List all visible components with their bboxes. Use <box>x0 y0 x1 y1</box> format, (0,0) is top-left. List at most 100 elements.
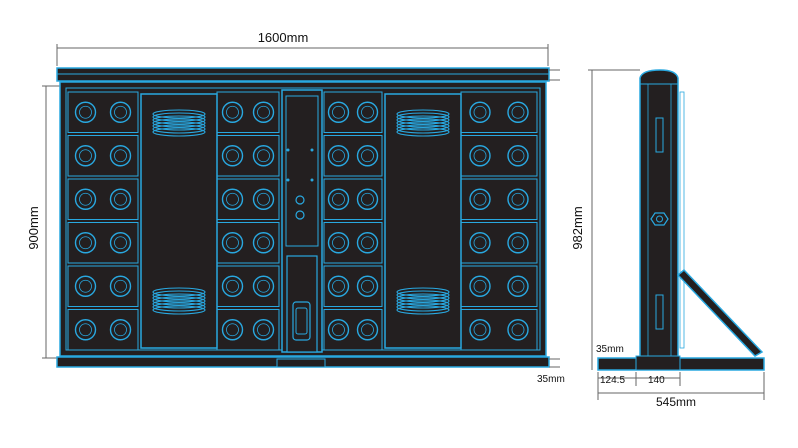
module-cell <box>216 265 280 307</box>
module-cell <box>460 135 538 177</box>
screw-ring-inner <box>257 279 270 293</box>
screw-ring-inner <box>114 279 127 293</box>
module-cell <box>323 135 383 177</box>
screw-ring-inner <box>511 323 525 337</box>
screw-ring-inner <box>257 149 270 163</box>
coil-ring <box>396 296 450 306</box>
screw-ring <box>507 188 529 210</box>
coil-ring <box>396 109 450 119</box>
screw-ring <box>507 232 529 254</box>
module-cell <box>323 91 383 133</box>
screw-ring <box>252 275 275 297</box>
screw-ring-inner <box>226 192 239 206</box>
screw-ring-inner <box>332 236 345 250</box>
screw-ring <box>327 232 350 254</box>
coil-ring <box>152 290 206 300</box>
coil-ring <box>396 112 450 122</box>
screw-ring <box>356 275 379 297</box>
screw-ring-inner <box>511 105 525 119</box>
module-cell <box>67 135 139 177</box>
module-cell <box>67 222 139 264</box>
coil-ring <box>152 302 206 312</box>
screw-ring <box>507 275 529 297</box>
screw-ring-inner <box>226 105 239 119</box>
screw-ring-inner <box>226 323 239 337</box>
side-view: 982mm 35mm 124.5 140 545mm <box>570 69 765 409</box>
screw-ring-inner <box>332 323 345 337</box>
screw-ring-inner <box>332 105 345 119</box>
screw-ring-inner <box>114 105 127 119</box>
screw-ring-inner <box>511 236 525 250</box>
coil-ring <box>396 127 450 137</box>
screw-ring <box>327 319 350 341</box>
coil-ring <box>152 127 206 137</box>
screw-ring <box>356 232 379 254</box>
coil-ring <box>396 287 450 297</box>
module-cell <box>460 178 538 220</box>
coil-ring <box>152 112 206 122</box>
screw-ring-inner <box>473 236 487 250</box>
screw-ring <box>252 319 275 341</box>
module-cell <box>67 178 139 220</box>
screw-ring-inner <box>226 279 239 293</box>
screw-ring-inner <box>361 105 374 119</box>
screw-ring <box>469 145 491 167</box>
screw-ring-inner <box>257 192 270 206</box>
screw-ring-inner <box>79 105 92 119</box>
screw-ring <box>356 145 379 167</box>
module-cell <box>216 309 280 351</box>
screw-ring-inner <box>361 149 374 163</box>
coil-ring <box>396 293 450 303</box>
screw-ring-inner <box>361 236 374 250</box>
screw-ring <box>469 188 491 210</box>
screw-ring <box>221 275 244 297</box>
coil-ring <box>152 305 206 315</box>
screw-ring-inner <box>473 149 487 163</box>
module-cell <box>67 309 139 351</box>
screw-ring <box>327 188 350 210</box>
power-bay-left <box>140 93 218 349</box>
screw-ring-inner <box>361 279 374 293</box>
screw-ring <box>109 145 132 167</box>
screw-ring <box>252 145 275 167</box>
coil-ring <box>396 305 450 315</box>
coil-ring <box>152 124 206 134</box>
screw-ring-inner <box>332 192 345 206</box>
power-bay-right <box>384 93 462 349</box>
screw-ring <box>74 232 97 254</box>
screw-ring-inner <box>473 105 487 119</box>
module-cell <box>216 178 280 220</box>
screw-ring <box>507 145 529 167</box>
screw-ring-inner <box>79 236 92 250</box>
screw-ring <box>252 188 275 210</box>
screw-ring <box>252 101 275 123</box>
screw-ring <box>109 101 132 123</box>
screw-ring <box>507 101 529 123</box>
module-cell <box>323 309 383 351</box>
coil-ring <box>396 290 450 300</box>
front-view: 1600mm 900mm <box>26 30 565 385</box>
screw-ring <box>327 145 350 167</box>
screw-ring <box>109 275 132 297</box>
screw-ring-inner <box>511 279 525 293</box>
screw-ring <box>109 232 132 254</box>
coil-groups <box>152 109 450 315</box>
screw-ring-inner <box>361 323 374 337</box>
module-cell <box>460 265 538 307</box>
screw-ring-inner <box>79 192 92 206</box>
screw-ring-inner <box>114 236 127 250</box>
side-base-label: 35mm <box>596 344 624 355</box>
screw-ring <box>469 275 491 297</box>
coil-ring <box>152 293 206 303</box>
screw-ring-inner <box>473 192 487 206</box>
module-cell <box>460 222 538 264</box>
width-label: 1600mm <box>258 30 309 45</box>
screw-ring-inner <box>79 279 92 293</box>
screw-ring <box>356 188 379 210</box>
coil-ring <box>396 121 450 131</box>
screw-ring <box>327 101 350 123</box>
screw-ring-inner <box>114 192 127 206</box>
width-dimension <box>56 44 549 66</box>
screw-ring <box>221 188 244 210</box>
coil-ring <box>152 115 206 125</box>
